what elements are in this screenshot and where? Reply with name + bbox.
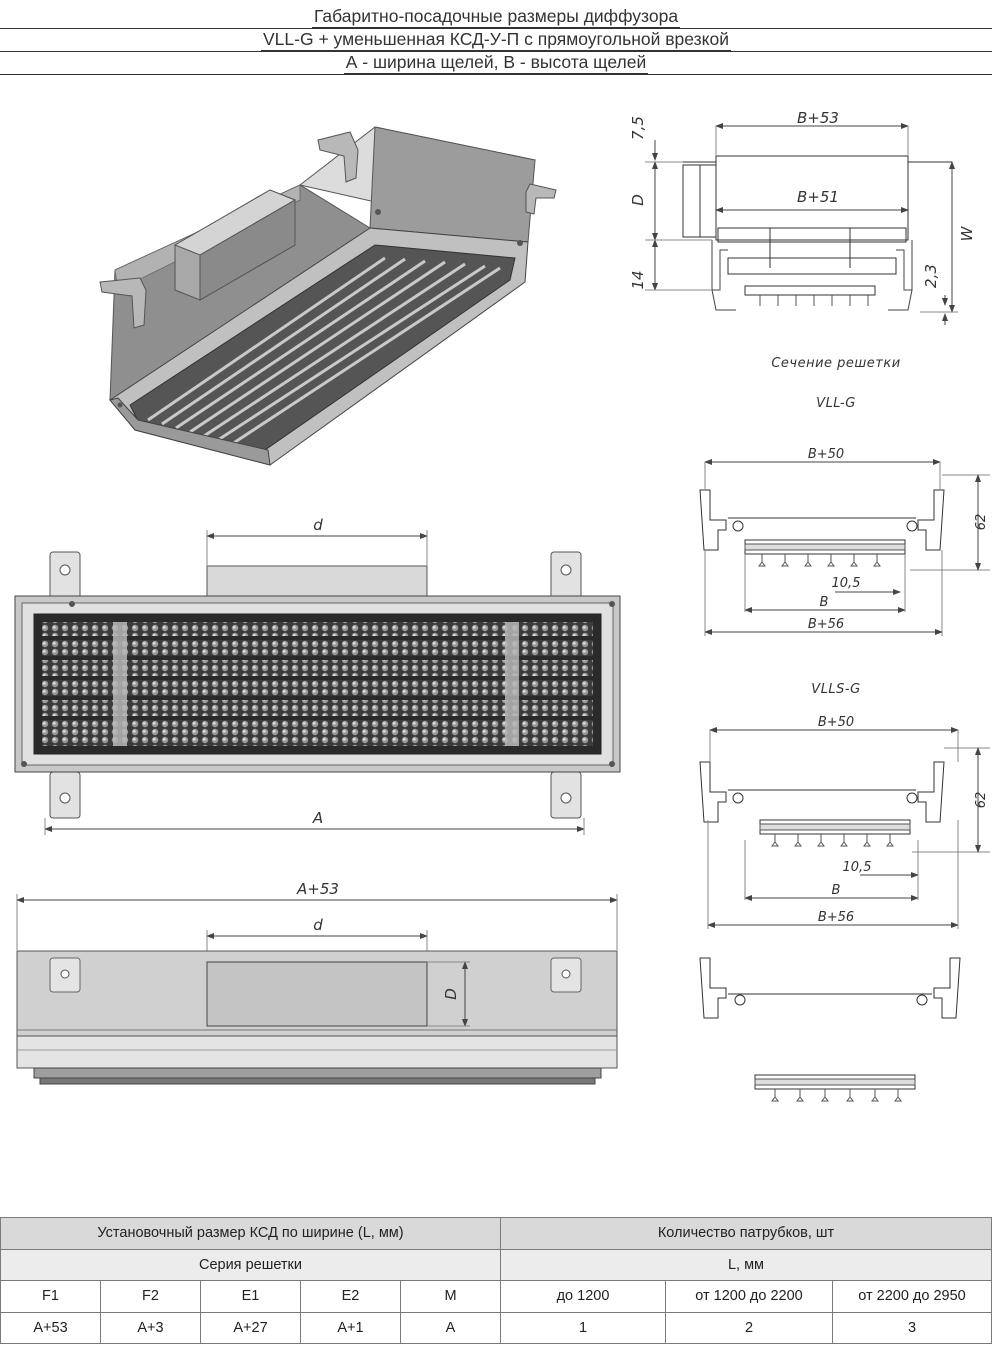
count-cell: 1	[500, 1311, 666, 1344]
values-row: A+53 A+3 A+27 A+1 A 1 2 3	[0, 1311, 992, 1344]
title-line-1: Габаритно-посадочные размеры диффузора	[311, 6, 681, 28]
vll-g-dim-height: 62	[974, 514, 989, 531]
spec-table: Установочный размер КСД по ширине (L, мм…	[0, 1217, 992, 1344]
dim-14: 14	[629, 270, 647, 289]
right-header: Количество патрубков, шт	[500, 1217, 992, 1250]
dim-lip: 2,3	[922, 264, 940, 288]
vll-g-section	[699, 459, 990, 636]
left-subheader: Серия решетки	[0, 1248, 501, 1281]
series-row: F1 F2 E1 E2 M до 1200 от 1200 до 2200 от…	[0, 1280, 992, 1313]
spec-header-row: Установочный размер КСД по ширине (L, мм…	[0, 1217, 992, 1250]
front-dim-a: A	[312, 809, 323, 827]
side-dim-a53: A+53	[296, 880, 339, 898]
series-value-cell: A+3	[100, 1311, 201, 1344]
series-cell: M	[400, 1280, 501, 1313]
series-cell: F2	[100, 1280, 201, 1313]
vll-g-dim-b: B	[820, 595, 829, 610]
dim-W: W	[958, 225, 976, 241]
vll-g-dim-top: B+50	[808, 447, 844, 462]
range-cell: от 2200 до 2950	[832, 1280, 992, 1313]
left-header: Установочный размер КСД по ширине (L, мм…	[0, 1217, 501, 1250]
dim-duct-D: D	[629, 194, 647, 206]
vlls-g-dim-slot: 10,5	[843, 860, 872, 875]
count-cell: 2	[665, 1311, 833, 1344]
side-dim-D: D	[442, 988, 460, 1000]
title-line-2: VLL-G + уменьшенная КСД-У-П с прямоуголь…	[261, 29, 731, 51]
grille-section-caption: Сечение решетки	[771, 356, 900, 371]
vlls-g-section	[699, 727, 990, 929]
side-view	[16, 894, 618, 1085]
vll-g-caption: VLL-G	[816, 396, 856, 411]
series-cell: F1	[0, 1280, 101, 1313]
right-subheader: L, мм	[500, 1248, 992, 1281]
vll-g-dim-slot: 10,5	[832, 576, 861, 591]
technical-drawing: B+53 B+51 7,5 D 14 2,3 W Сечение решетки…	[14, 109, 990, 1102]
vlls-g-dim-height: 62	[974, 792, 989, 809]
series-value-cell: A+27	[200, 1311, 301, 1344]
front-dim-d: d	[313, 516, 323, 534]
count-cell: 3	[832, 1311, 992, 1344]
vlls-g-dim-b: B	[832, 883, 841, 898]
series-value-cell: A+53	[0, 1311, 101, 1344]
title-line-3: А - ширина щелей, В - высота щелей	[343, 52, 649, 74]
series-value-cell: A	[400, 1311, 501, 1344]
section-view	[645, 123, 958, 325]
series-cell: E1	[200, 1280, 301, 1313]
front-view	[14, 530, 621, 835]
vlls-g-caption: VLLS-G	[811, 682, 860, 697]
vlls-g-dim-top: B+50	[818, 715, 854, 730]
dim-top-offset: 7,5	[629, 116, 647, 140]
range-cell: от 1200 до 2200	[665, 1280, 833, 1313]
exploded-section	[699, 957, 961, 1102]
range-cell: до 1200	[500, 1280, 666, 1313]
vll-g-dim-bottom: B+56	[808, 617, 844, 632]
spec-subheader-row: Серия решетки L, мм	[0, 1248, 992, 1281]
isometric-view	[99, 126, 557, 466]
series-value-cell: A+1	[300, 1311, 401, 1344]
drawing-title: Габаритно-посадочные размеры диффузора V…	[0, 6, 992, 75]
side-dim-d: d	[313, 916, 323, 934]
vlls-g-dim-bottom: B+56	[818, 910, 854, 925]
dim-b51: B+51	[797, 188, 839, 206]
dim-b53: B+53	[797, 109, 839, 127]
series-cell: E2	[300, 1280, 401, 1313]
